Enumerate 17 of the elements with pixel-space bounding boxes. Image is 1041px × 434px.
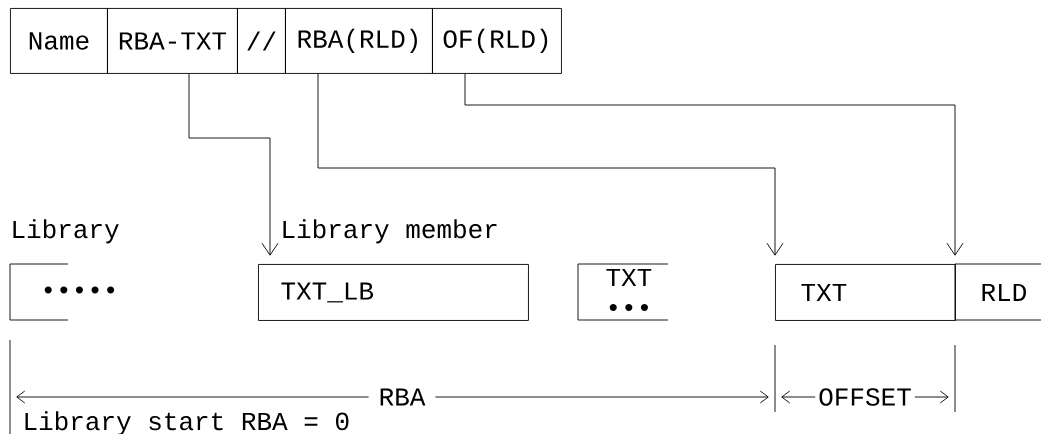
- dimension-label: OFFSET: [815, 386, 915, 408]
- record-box: RLD: [954, 263, 1041, 321]
- table-cell: RBA-TXT: [107, 8, 238, 74]
- record-box: TXT •••: [577, 263, 669, 321]
- record-box: •••••: [9, 263, 115, 321]
- dimension-label: RBA: [368, 386, 436, 408]
- table-cell: OF(RLD): [432, 8, 562, 74]
- arrow: [317, 73, 784, 256]
- node-caption: Library: [13, 219, 119, 244]
- record-box: TXT_LB: [258, 264, 529, 321]
- record-box: TXT: [775, 264, 956, 321]
- table-cell: Name: [10, 8, 108, 74]
- arrow: [464, 73, 964, 256]
- arrow: [188, 73, 279, 256]
- node-caption: Library member: [283, 219, 497, 244]
- table-cell: RBA(RLD): [285, 8, 433, 74]
- table-cell: //: [237, 8, 286, 74]
